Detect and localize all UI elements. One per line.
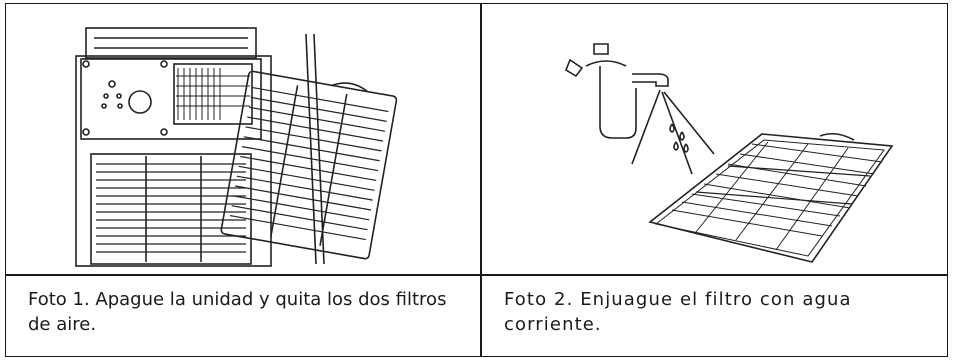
row-divider — [6, 274, 947, 276]
photo-2-illustration — [482, 4, 947, 274]
photo-2-caption: Foto 2. Enjuague el filtro con agua corr… — [504, 289, 852, 335]
photo-1-illustration — [6, 4, 480, 274]
unit-filter-removal-icon — [75, 27, 398, 267]
column-divider — [480, 4, 482, 356]
photo-1-caption: Foto 1. Apague la unidad y quita los dos… — [28, 289, 447, 335]
instruction-table: Foto 1. Apague la unidad y quita los dos… — [5, 3, 948, 357]
faucet-rinse-filter-icon — [565, 43, 894, 263]
